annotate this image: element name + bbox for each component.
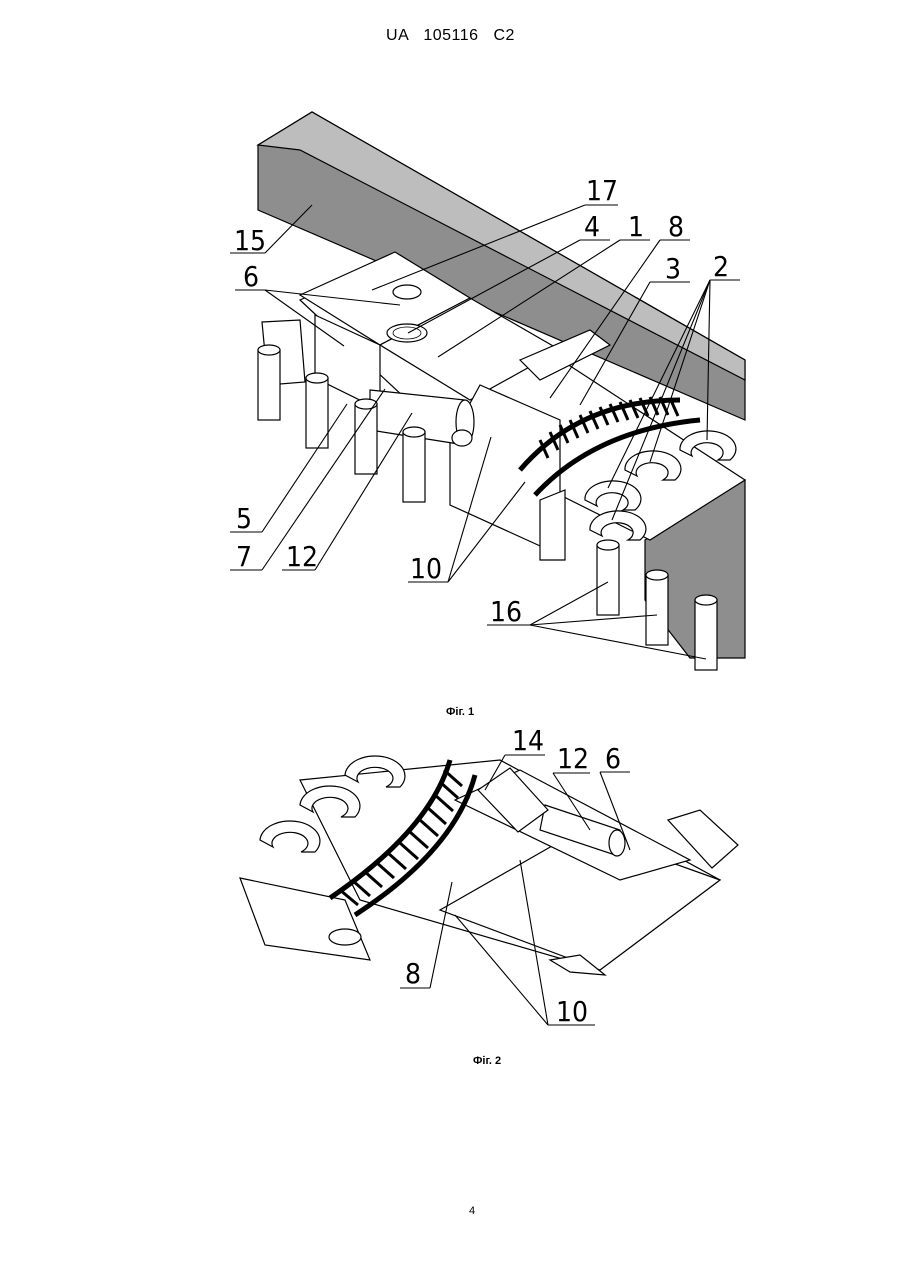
fig2-label-14: 14 bbox=[512, 724, 544, 757]
page-number: 4 bbox=[0, 1205, 901, 1217]
figure-2-caption: Фіг. 2 bbox=[473, 1055, 501, 1067]
fig2-label-6: 6 bbox=[605, 742, 621, 775]
fig2-label-10: 10 bbox=[556, 995, 588, 1028]
figure-2-drawing: 14 12 6 8 10 bbox=[0, 0, 901, 1050]
fig2-label-8: 8 bbox=[405, 957, 421, 990]
fig2-label-12: 12 bbox=[557, 742, 589, 775]
